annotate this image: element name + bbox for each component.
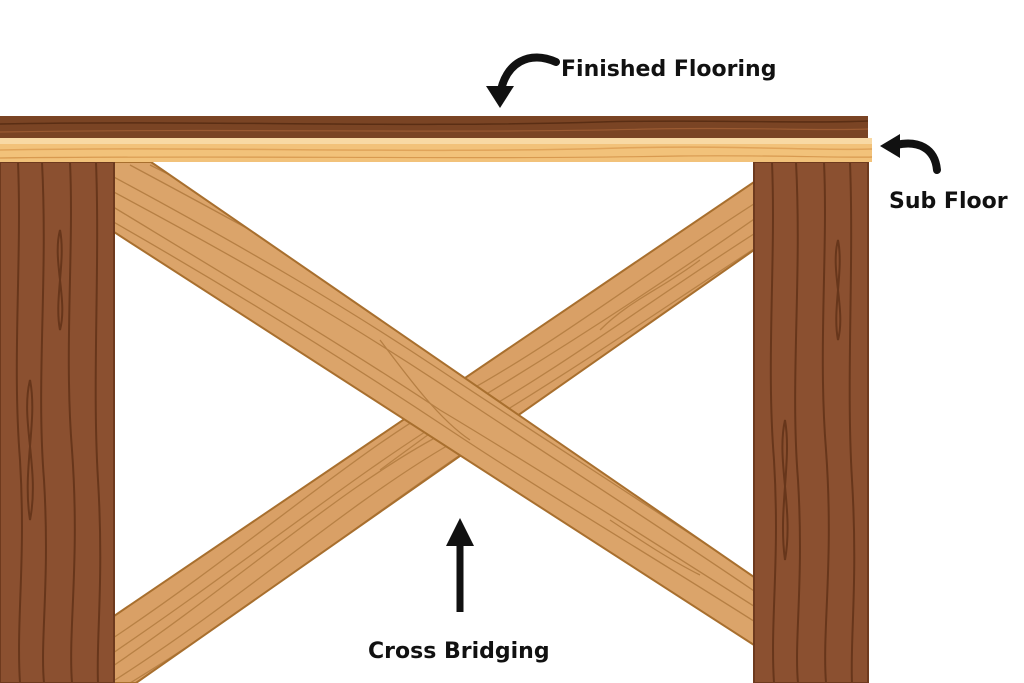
brace-a-body [114, 162, 754, 645]
joist-right [753, 161, 869, 683]
cross-bridging-arrow [446, 518, 474, 612]
finished-flooring-board [0, 116, 869, 138]
sub-floor-arrow [880, 134, 941, 174]
label-cross-bridging: Cross Bridging [368, 639, 550, 664]
sub-floor-board [0, 138, 873, 162]
label-finished-flooring: Finished Flooring [561, 57, 776, 82]
joist-left [0, 161, 115, 683]
finished-flooring-arrow [486, 53, 560, 108]
label-sub-floor: Sub Floor [889, 189, 1008, 214]
